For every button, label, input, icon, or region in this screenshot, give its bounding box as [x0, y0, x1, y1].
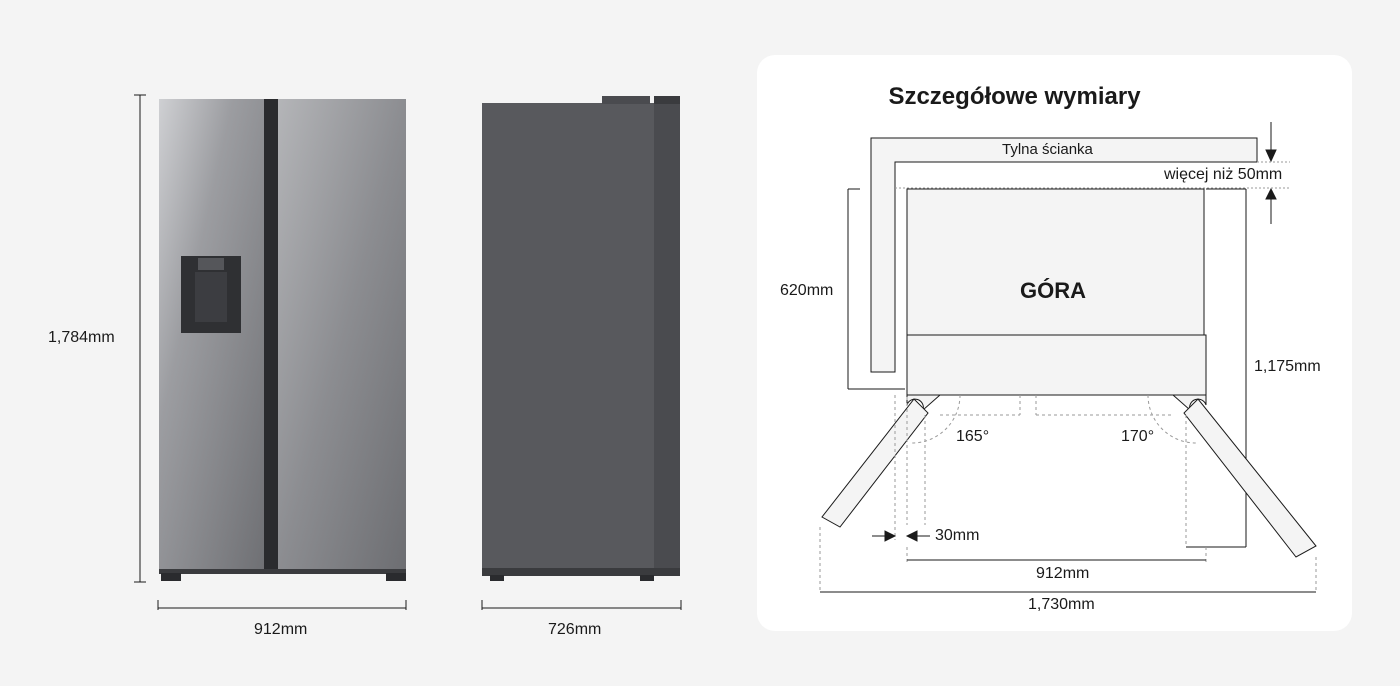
- left-open-door: [821, 398, 929, 528]
- left-angle-label: 165°: [956, 428, 990, 445]
- fridge-doors-closed: [906, 334, 1207, 396]
- depth-620-label: 620mm: [780, 282, 834, 299]
- front-dimension-lines: [134, 94, 407, 610]
- back-wall-label: Tylna ścianka: [1002, 141, 1093, 158]
- gap-arrows: [872, 530, 930, 542]
- foot-right: [386, 573, 406, 581]
- right-angle-label: 170°: [1121, 428, 1155, 445]
- gap-30-label: 30mm: [935, 527, 980, 544]
- open-doors: [821, 394, 1317, 558]
- back-wall: [870, 137, 1258, 373]
- fridge-top: [906, 188, 1205, 336]
- open-width-label: 1,730mm: [1028, 596, 1095, 613]
- right-open-door: [1183, 398, 1317, 558]
- side-dimension-lines: [481, 600, 682, 610]
- top-label: GÓRA: [1020, 278, 1086, 303]
- left-door: [159, 99, 264, 569]
- total-depth-label: 1,175mm: [1254, 358, 1321, 375]
- fridge-side-view: [482, 96, 680, 581]
- width-912-label: 912mm: [1036, 565, 1090, 582]
- door-profile: [654, 97, 680, 576]
- front-width-label: 912mm: [254, 621, 308, 638]
- right-door: [278, 99, 406, 569]
- clearance-arrows: [1265, 122, 1277, 224]
- side-depth-label: 726mm: [548, 621, 602, 638]
- fridge-front-view: [159, 99, 406, 581]
- panel-title: Szczegółowe wymiary: [888, 83, 1141, 110]
- front-height-label: 1,784mm: [48, 329, 115, 346]
- foot-left: [161, 573, 181, 581]
- clearance-label: więcej niż 50mm: [1164, 166, 1283, 183]
- door-gap: [264, 99, 278, 569]
